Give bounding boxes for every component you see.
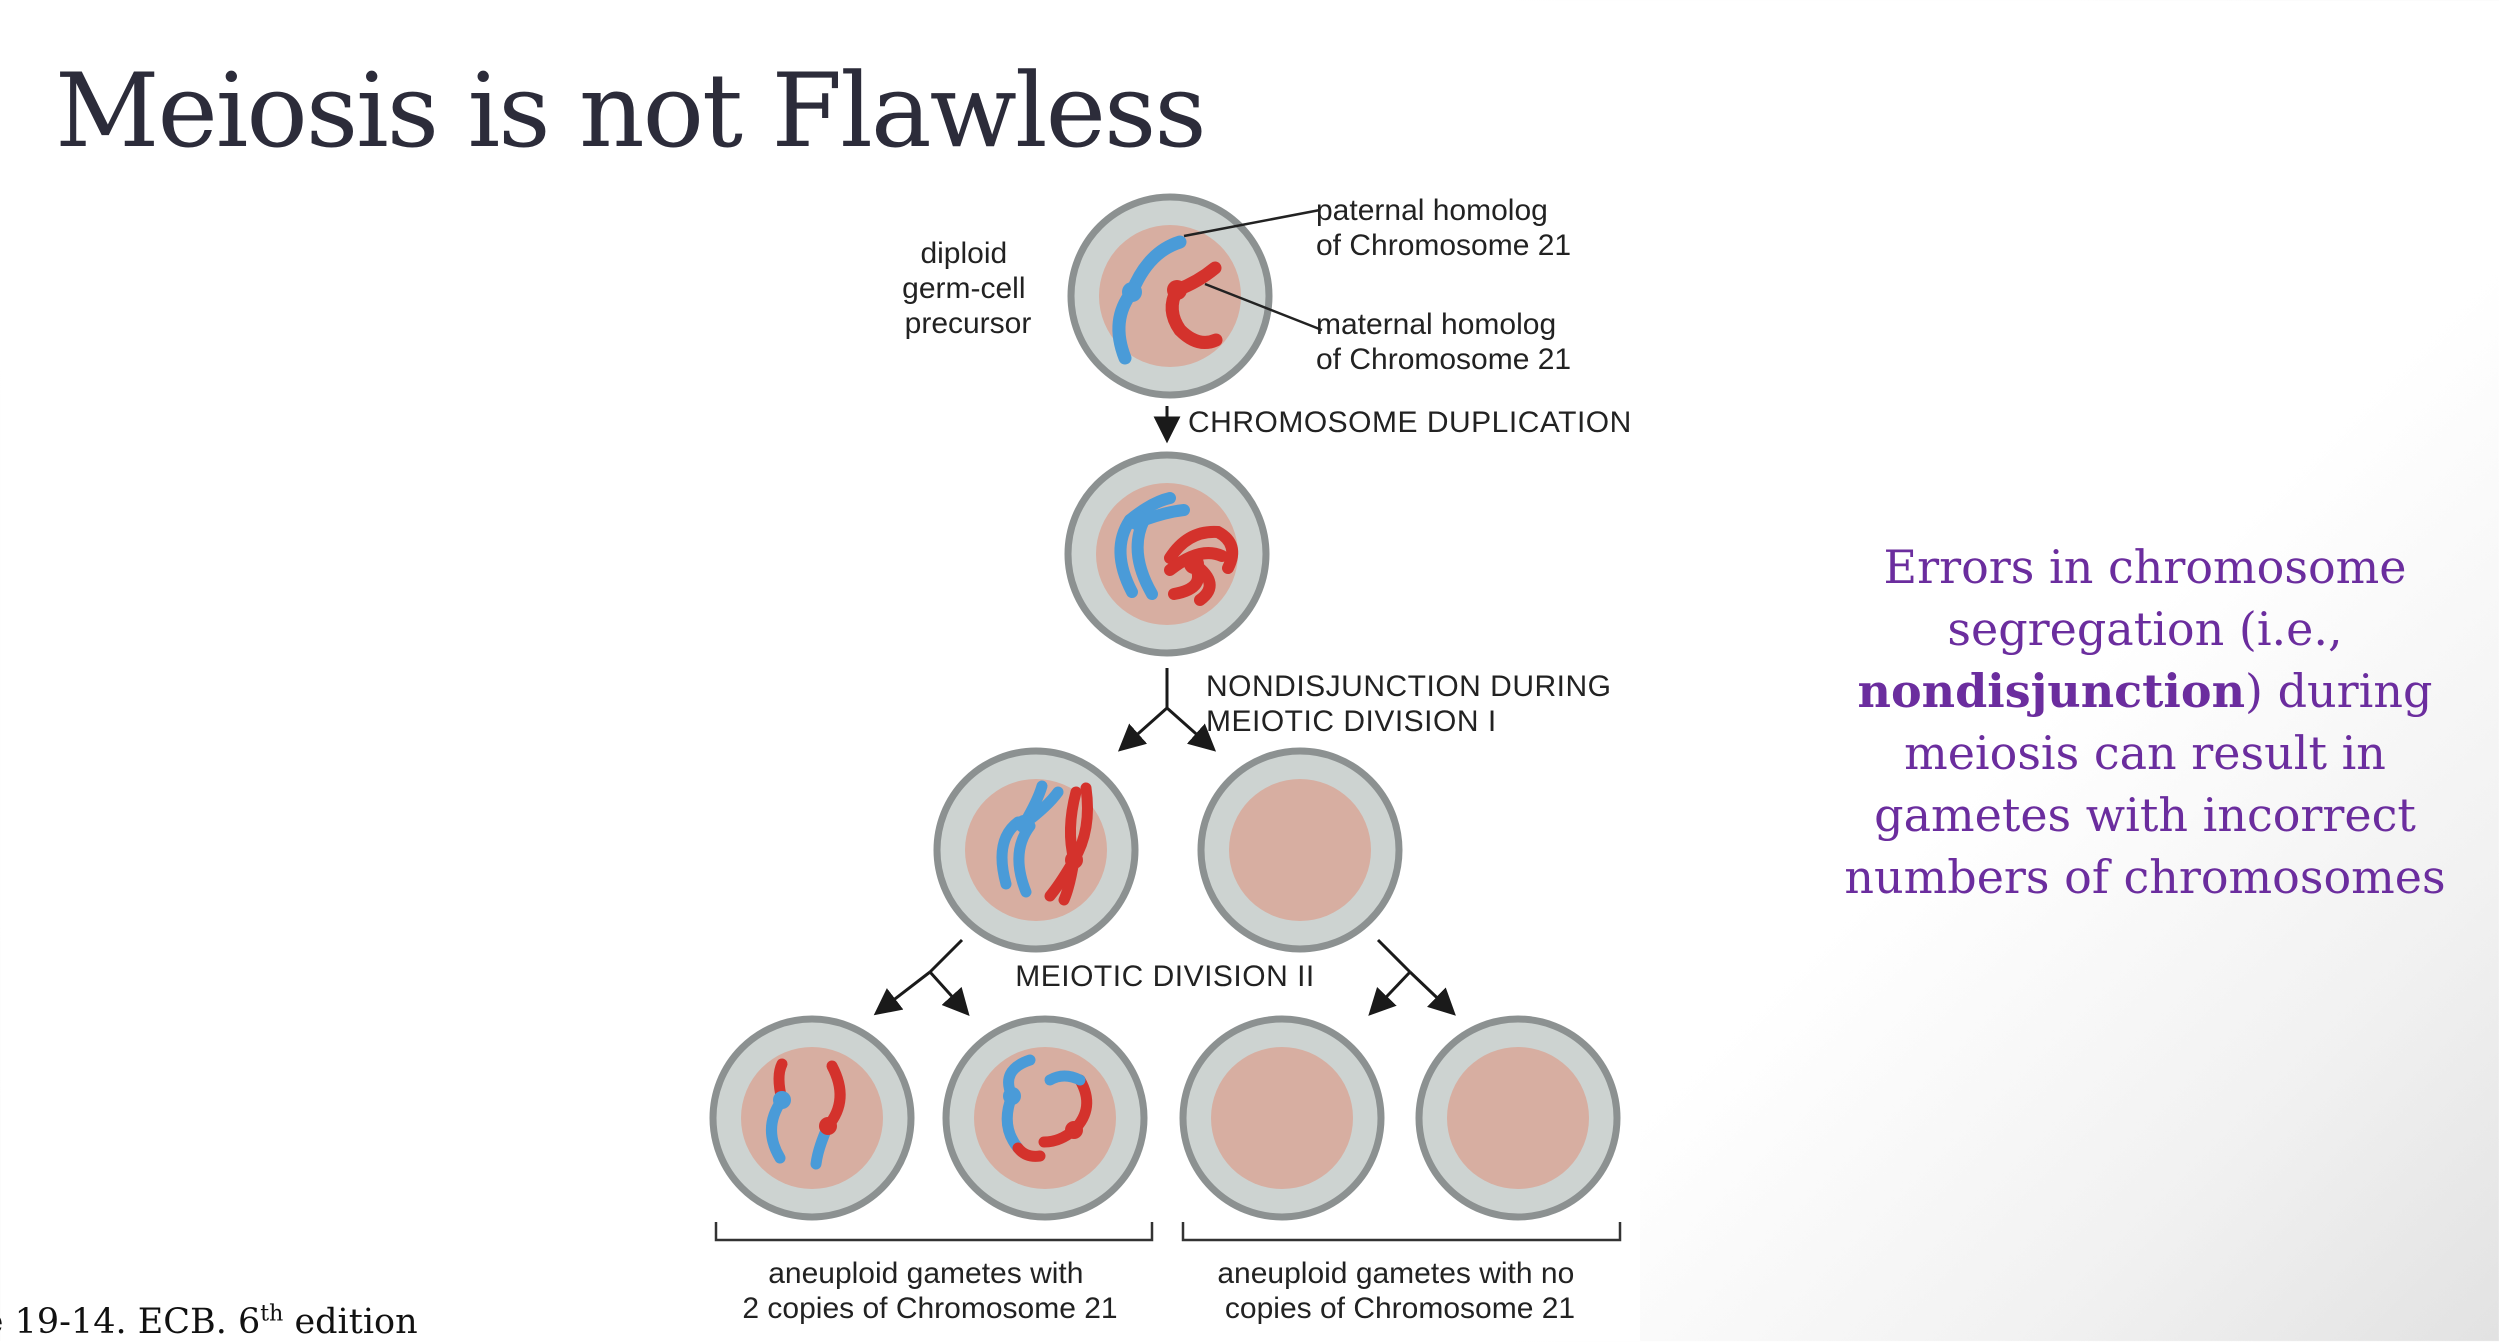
nondisjunction-step-label: NONDISJUNCTION DURING MEIOTIC DIVISION I xyxy=(1206,670,1620,738)
maternal-label: maternal homolog of Chromosome 21 xyxy=(1316,308,1571,376)
cell3a-paternal-chromatids xyxy=(996,780,1064,898)
gamete-3 xyxy=(1179,1015,1385,1221)
duplicated-paternal-chromatids xyxy=(1114,492,1190,600)
cell3a-maternal-chromatids xyxy=(1044,782,1093,906)
figure-citation: re 19-14. ECB. 6th edition xyxy=(0,1302,418,1342)
gamete-2 xyxy=(942,1015,1148,1221)
right-result-label: aneuploid gametes with no copies of Chro… xyxy=(1217,1257,1582,1325)
division-two-left-arrows xyxy=(873,938,970,1017)
explanation-note: Errors in chromosome segregation (i.e., … xyxy=(1800,536,2490,908)
left-result-label: aneuploid gametes with 2 copies of Chrom… xyxy=(742,1257,1117,1325)
division-one-cell-with-chromosomes xyxy=(933,747,1139,953)
gamete-2-chromosomes xyxy=(1001,1054,1093,1162)
citation-edition: edition xyxy=(283,1302,418,1342)
maternal-leader-line xyxy=(1204,282,1323,332)
precursor-label: diploid germ-cell precursor xyxy=(902,237,1034,340)
paternal-label: paternal homolog of Chromosome 21 xyxy=(1316,194,1571,262)
left-result-bracket xyxy=(714,1222,1154,1242)
gamete-1-chromosomes xyxy=(766,1058,846,1170)
explanation-text-2: ) during meiosis can result in gametes w… xyxy=(1844,664,2446,904)
maternal-chromosome xyxy=(1165,261,1223,349)
slide-title: Meiosis is not Flawless xyxy=(55,52,1207,171)
meiosis-nondisjunction-figure: diploid germ-cell precursor paternal hom… xyxy=(700,180,1640,1341)
duplication-step-label: CHROMOSOME DUPLICATION xyxy=(1188,406,1632,439)
division-one-arrows xyxy=(1117,668,1217,752)
nondisjunction-term: nondisjunction xyxy=(1857,664,2246,718)
paternal-chromosome xyxy=(1112,235,1187,365)
gamete-1 xyxy=(709,1015,915,1221)
explanation-text-1: Errors in chromosome segregation (i.e., xyxy=(1883,540,2407,656)
diagram-canvas: diploid germ-cell precursor paternal hom… xyxy=(709,193,1632,1325)
division-one-cell-empty xyxy=(1197,747,1403,953)
gamete-4 xyxy=(1415,1015,1621,1221)
right-result-bracket xyxy=(1181,1222,1622,1242)
paternal-leader-line xyxy=(1183,208,1321,238)
division-two-step-label: MEIOTIC DIVISION II xyxy=(1015,960,1315,993)
division-two-right-arrows xyxy=(1368,938,1456,1016)
citation-superscript: th xyxy=(260,1301,284,1327)
duplicated-maternal-chromatids xyxy=(1164,525,1239,606)
citation-text: re 19-14. ECB. 6 xyxy=(0,1302,261,1342)
